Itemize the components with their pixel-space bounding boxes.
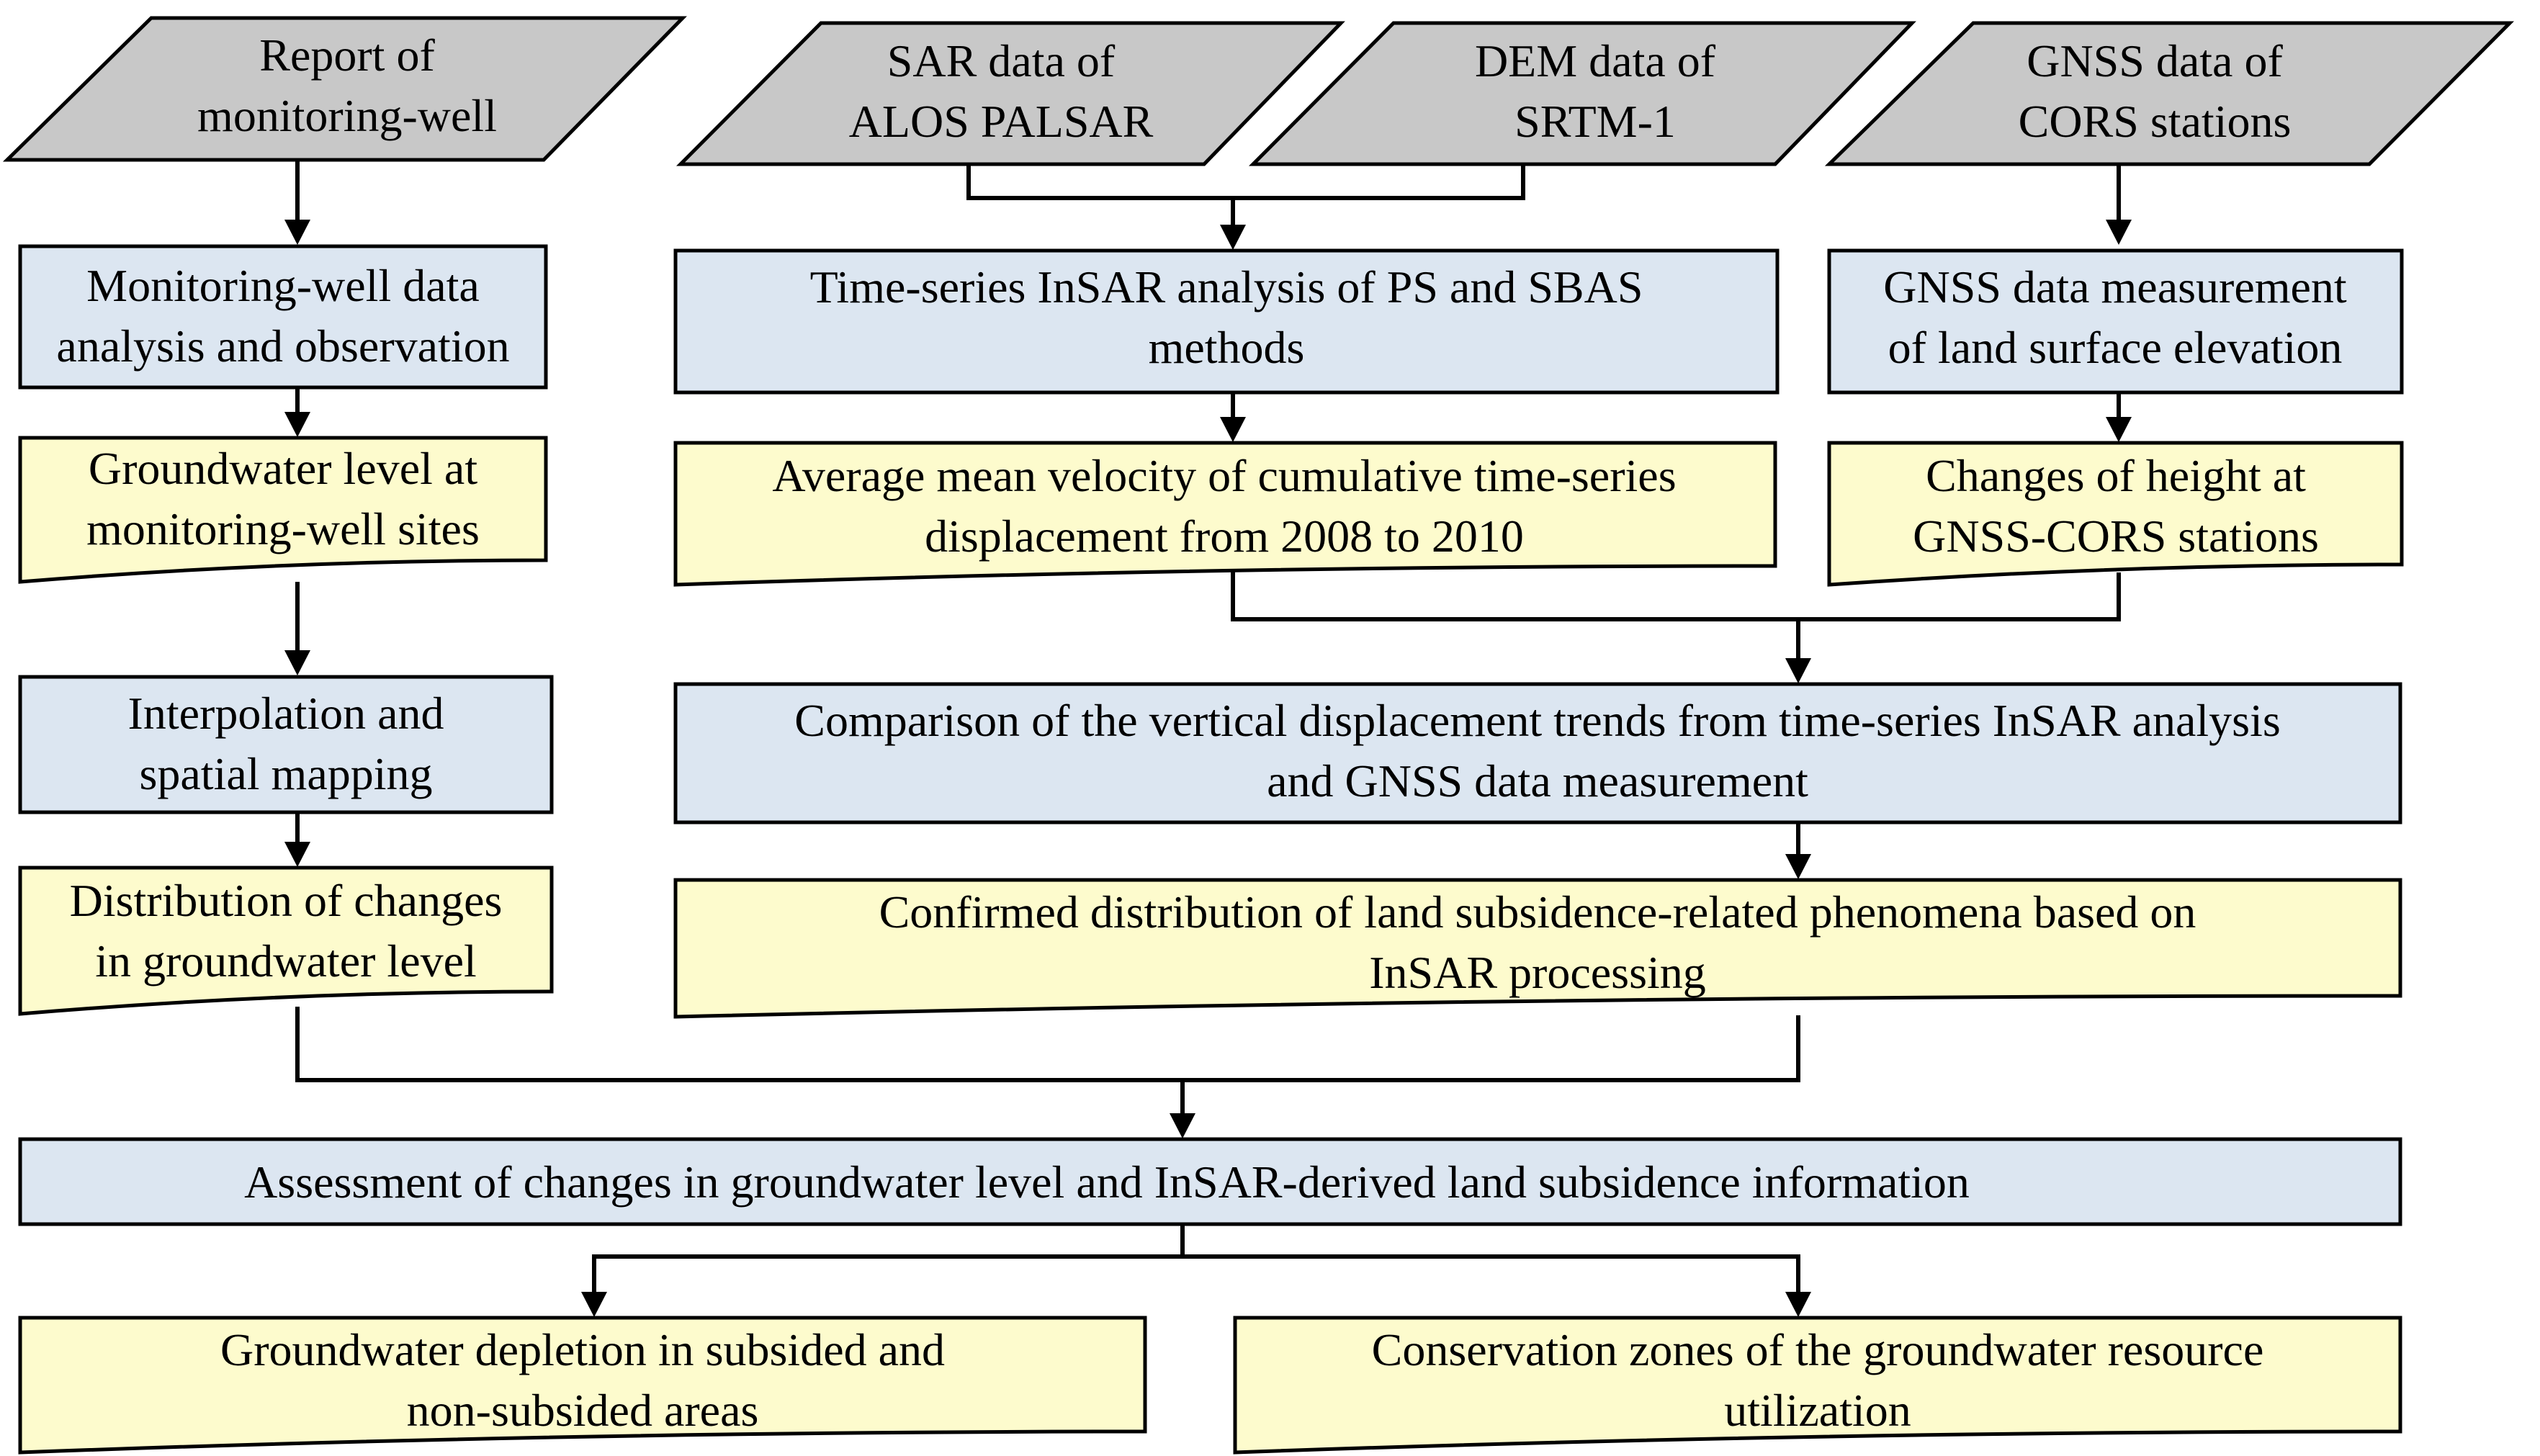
process-comparison (673, 682, 2402, 824)
output-mean-velocity (673, 441, 1777, 587)
process-assessment-line-1: Assessment of changes in groundwater lev… (244, 1156, 1970, 1208)
output-conservation-line-2: utilization (1724, 1385, 1911, 1436)
connector-sar-dem-merge (966, 164, 1525, 200)
connector-velocity-height-merge (1231, 566, 2121, 621)
input-gnss-data (1824, 21, 2515, 166)
arrowhead-icon (1785, 658, 1811, 683)
arrowhead-icon (284, 412, 310, 437)
process-interpolation-line-2: spatial mapping (139, 748, 432, 799)
input-dem-data-line-1: DEM data of (1475, 35, 1716, 86)
input-sar-data (676, 21, 1345, 166)
arrowhead-icon (1220, 225, 1246, 250)
input-data-shapes (2, 16, 2515, 166)
input-dem-data (1248, 21, 1916, 166)
connector-assessment-split-right (1183, 1254, 1800, 1296)
output-depletion-line-2: non-subsided areas (407, 1385, 759, 1436)
output-mean-velocity-line-1: Average mean velocity of cumulative time… (772, 450, 1676, 501)
output-mean-velocity-line-2: displacement from 2008 to 2010 (925, 511, 1524, 562)
output-conservation (1233, 1316, 2402, 1455)
arrowhead-icon (1220, 417, 1246, 442)
output-groundwater-level-line-2: monitoring-well sites (86, 503, 480, 554)
process-well-analysis (18, 244, 548, 390)
process-boxes (18, 244, 2404, 1226)
process-gnss-measurement-line-1: GNSS data measurement (1883, 261, 2347, 313)
arrowhead-icon (2106, 417, 2132, 442)
output-confirmed-distribution-line-2: InSAR processing (1369, 947, 1706, 998)
connector-distribution-confirmed-merge (295, 1007, 1800, 1082)
arrowhead-icon (284, 842, 310, 867)
arrowhead-icon (284, 220, 310, 245)
output-distribution-changes-line-1: Distribution of changes (70, 875, 503, 926)
arrowhead-icon (2106, 220, 2132, 245)
output-groundwater-level-line-1: Groundwater level at (89, 443, 477, 494)
process-insar-analysis-line-2: methods (1149, 322, 1305, 373)
output-conservation-line-1: Conservation zones of the groundwater re… (1372, 1324, 2264, 1375)
connectors (295, 160, 2121, 1296)
output-height-changes (1827, 441, 2404, 587)
arrowheads (284, 220, 2132, 1317)
input-well-report (2, 16, 687, 162)
output-distribution-changes-line-2: in groundwater level (95, 935, 477, 987)
input-gnss-data-line-2: CORS stations (2019, 96, 2292, 147)
input-gnss-data-line-1: GNSS data of (2027, 35, 2283, 86)
input-well-report-line-2: monitoring-well (197, 90, 497, 141)
process-well-analysis-line-1: Monitoring-well data (86, 260, 480, 311)
process-comparison-line-1: Comparison of the vertical displacement … (794, 695, 2281, 746)
labels: Report of monitoring-well SAR data of AL… (56, 30, 2347, 1436)
process-gnss-measurement-line-2: of land surface elevation (1888, 322, 2343, 373)
input-sar-data-line-1: SAR data of (887, 35, 1116, 86)
output-depletion (18, 1316, 1147, 1455)
connector-assessment-split (592, 1224, 1185, 1296)
output-document-shapes (18, 436, 2404, 1455)
output-height-changes-line-1: Changes of height at (1926, 450, 2306, 501)
process-assessment (18, 1137, 2402, 1226)
output-depletion-line-1: Groundwater depletion in subsided and (220, 1324, 945, 1375)
arrowhead-icon (1170, 1113, 1195, 1138)
arrowhead-icon (1785, 1292, 1811, 1317)
process-well-analysis-line-2: analysis and observation (56, 320, 509, 372)
output-distribution-changes (18, 866, 554, 1016)
output-height-changes-line-2: GNSS-CORS stations (1913, 511, 2319, 562)
arrowhead-icon (581, 1292, 607, 1317)
process-insar-analysis (673, 248, 1780, 395)
process-comparison-line-2: and GNSS data measurement (1267, 755, 1808, 806)
output-groundwater-level (18, 436, 548, 584)
input-well-report-line-1: Report of (259, 30, 435, 81)
process-interpolation-line-1: Interpolation and (128, 688, 444, 739)
process-interpolation (18, 675, 554, 814)
process-gnss-measurement (1827, 248, 2404, 395)
arrowhead-icon (284, 650, 310, 675)
process-insar-analysis-line-1: Time-series InSAR analysis of PS and SBA… (810, 261, 1643, 313)
arrowhead-icon (1785, 854, 1811, 879)
output-confirmed-distribution (673, 878, 2402, 1019)
input-sar-data-line-2: ALOS PALSAR (849, 96, 1154, 147)
input-dem-data-line-2: SRTM-1 (1514, 96, 1676, 147)
output-confirmed-distribution-line-1: Confirmed distribution of land subsidenc… (879, 886, 2196, 938)
